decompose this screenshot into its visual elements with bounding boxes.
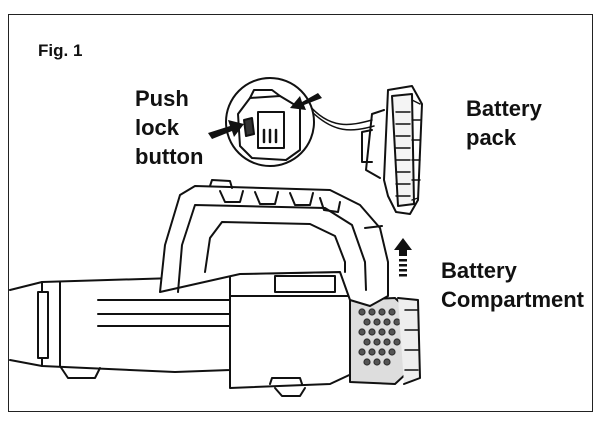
blower-handle: [159, 179, 389, 307]
push-lock-button-label: Push lock button: [135, 84, 203, 171]
leader-line: [307, 103, 373, 126]
push-lock-line-3: button: [135, 144, 204, 169]
rear-grille: [349, 297, 421, 385]
figure-frame: [8, 14, 593, 412]
figure-label: Fig. 1: [38, 41, 83, 60]
push-lock-line-1: Push: [135, 86, 189, 111]
battery-compartment-label: Battery Compartment: [441, 256, 584, 314]
motor-housing: [229, 271, 361, 397]
battery-compartment-line-1: Battery: [441, 258, 517, 283]
inset-detail: [225, 77, 315, 167]
blower-tube: [9, 273, 231, 379]
push-lock-line-2: lock: [135, 115, 180, 140]
battery-pack-line-2: pack: [466, 125, 517, 150]
battery-pack: [361, 85, 423, 215]
battery-pack-line-1: Battery: [466, 96, 542, 121]
battery-compartment-line-2: Compartment: [441, 287, 585, 312]
push-arrows: [208, 93, 322, 139]
battery-pack-label: Battery pack: [466, 94, 542, 152]
insert-up-arrow: [394, 238, 412, 277]
leader-line-2: [309, 109, 375, 131]
